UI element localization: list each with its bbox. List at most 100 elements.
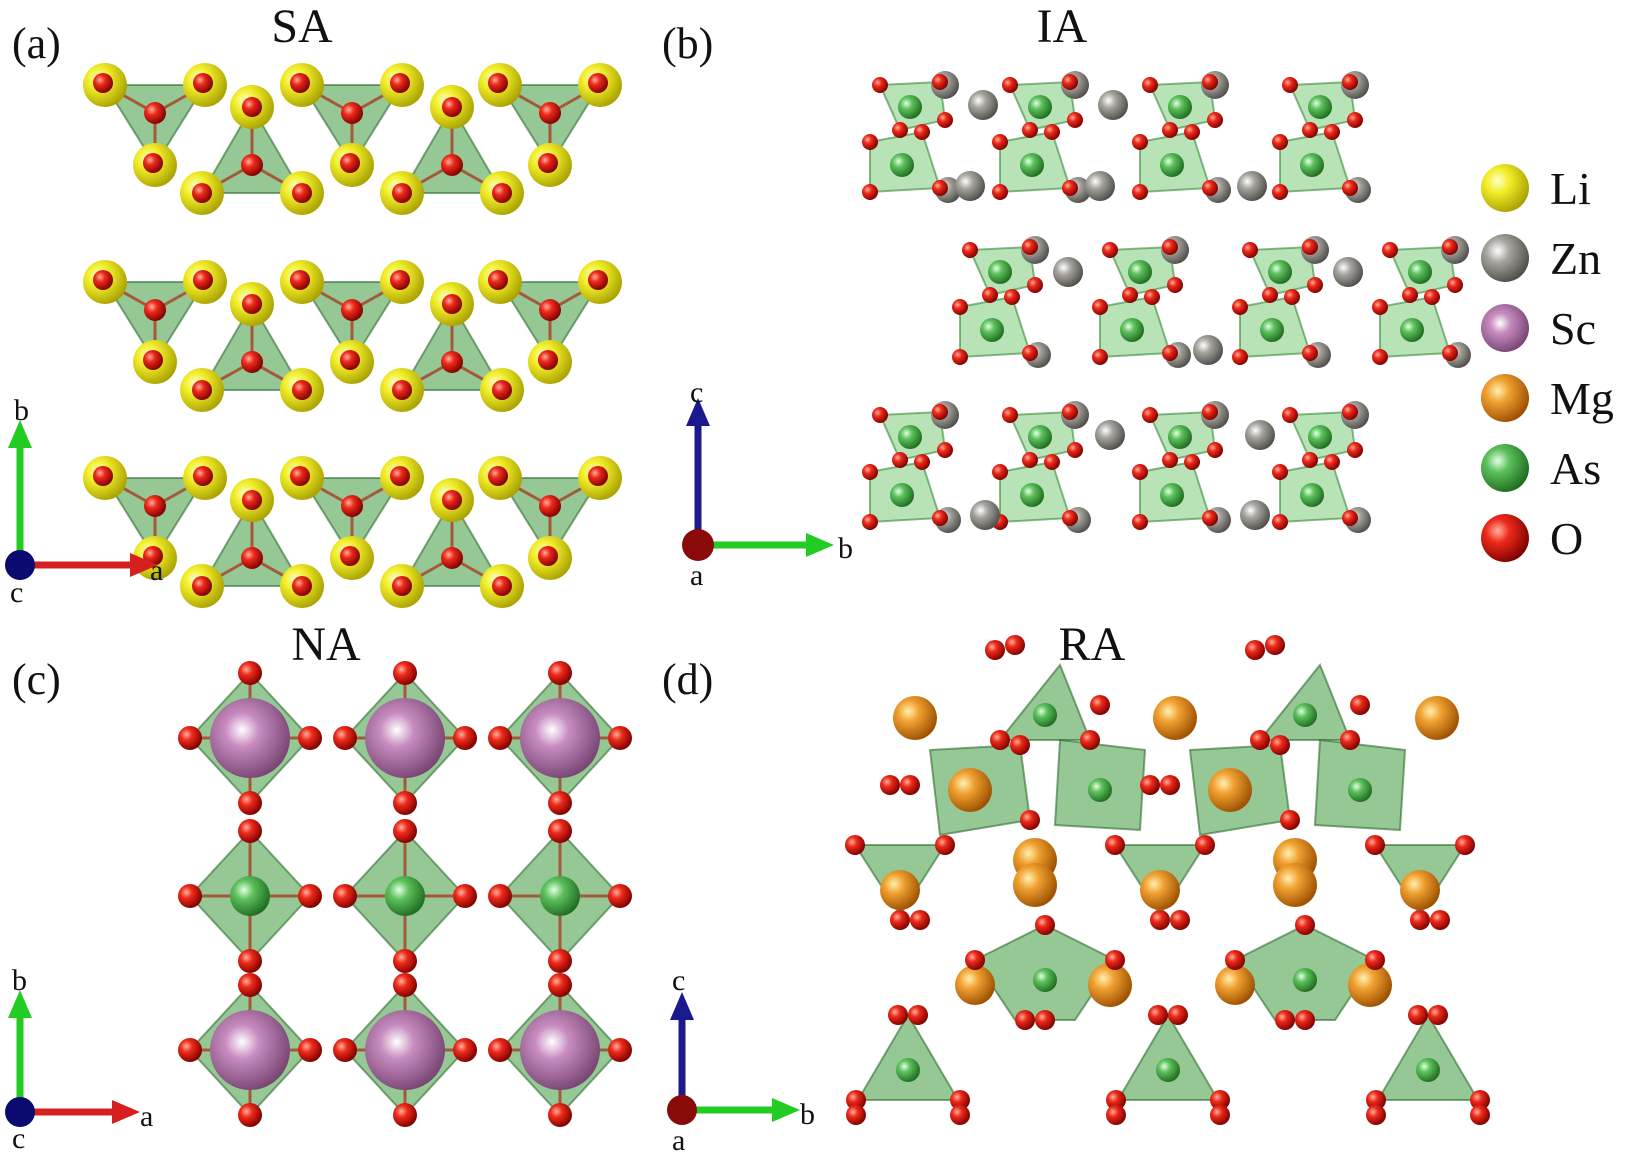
o-atom xyxy=(178,726,202,750)
o-atom xyxy=(390,73,410,93)
o-atom xyxy=(1242,242,1258,258)
as-atom xyxy=(1088,778,1112,802)
o-atom xyxy=(1442,345,1458,361)
axis-c-origin-label: c xyxy=(12,1122,25,1155)
o-atom xyxy=(488,726,512,750)
o-atom xyxy=(908,1005,928,1025)
o-atom xyxy=(238,973,262,997)
o-atom xyxy=(992,464,1008,480)
as-atom-icon xyxy=(1481,444,1529,492)
zn-atom xyxy=(1095,420,1125,450)
o-atom xyxy=(144,299,166,321)
o-atom xyxy=(548,819,572,843)
o-atom xyxy=(488,270,508,290)
o-atom xyxy=(1080,730,1100,750)
o-atom xyxy=(93,466,113,486)
o-atom xyxy=(1428,1005,1448,1025)
zn-atom xyxy=(1053,257,1083,287)
o-atom xyxy=(393,661,417,685)
o-atom xyxy=(1162,122,1178,138)
o-atom xyxy=(846,1105,866,1125)
axis-origin-icon xyxy=(667,1095,697,1125)
o-atom xyxy=(193,466,213,486)
o-atom xyxy=(453,1038,477,1062)
o-atom xyxy=(1044,454,1060,470)
axis-up-arrowhead-icon xyxy=(8,990,32,1018)
asO4-tetrahedron xyxy=(1116,1013,1220,1101)
o-atom xyxy=(1225,950,1245,970)
zn-atom xyxy=(1333,257,1363,287)
asO4-tetrahedron xyxy=(1257,663,1352,741)
o-atom xyxy=(441,351,463,373)
o-atom xyxy=(1160,775,1180,795)
o-atom xyxy=(952,349,968,365)
o-atom xyxy=(962,242,978,258)
o-atom xyxy=(298,884,322,908)
o-atom xyxy=(1295,915,1315,935)
o-atom xyxy=(1102,242,1118,258)
o-atom xyxy=(1002,77,1018,93)
o-atom xyxy=(1142,77,1158,93)
o-atom xyxy=(341,495,363,517)
o-atom xyxy=(1005,635,1025,655)
o-atom xyxy=(1207,112,1223,128)
o-atom xyxy=(492,576,512,596)
o-atom xyxy=(539,495,561,517)
legend-item-as: As xyxy=(1481,443,1601,494)
o-atom xyxy=(1282,407,1298,423)
o-atom xyxy=(1442,239,1458,255)
as-atom xyxy=(1308,425,1332,449)
o-atom xyxy=(932,510,948,526)
o-atom xyxy=(144,102,166,124)
panel-c-title: NA xyxy=(291,618,361,671)
as-atom xyxy=(896,1058,920,1082)
o-atom xyxy=(242,490,262,510)
o-atom xyxy=(937,442,953,458)
o-atom xyxy=(1347,112,1363,128)
o-atom xyxy=(1342,180,1358,196)
as-atom xyxy=(1416,1058,1440,1082)
o-atom xyxy=(1347,442,1363,458)
o-atom xyxy=(341,102,363,124)
o-atom xyxy=(192,380,212,400)
as-atom xyxy=(1400,318,1424,342)
o-atom xyxy=(1010,735,1030,755)
axis-up-arrowhead-icon xyxy=(670,992,694,1020)
o-atom xyxy=(862,184,878,200)
legend-item-zn: Zn xyxy=(1481,233,1601,284)
o-atom xyxy=(488,73,508,93)
zn-atom xyxy=(970,500,1000,530)
as-atom xyxy=(1260,318,1284,342)
o-atom xyxy=(1245,640,1265,660)
mg-atom xyxy=(1415,696,1459,740)
as-atom xyxy=(1156,1058,1180,1082)
axis-triad-d: c b a xyxy=(667,964,815,1157)
o-atom xyxy=(453,884,477,908)
legend-label-o: O xyxy=(1550,513,1583,564)
o-atom xyxy=(492,380,512,400)
atoms xyxy=(83,63,1490,1127)
o-atom xyxy=(298,726,322,750)
o-atom xyxy=(143,153,163,173)
o-atom xyxy=(238,819,262,843)
o-atom xyxy=(1408,1005,1428,1025)
as-atom xyxy=(898,95,922,119)
o-atom xyxy=(241,547,263,569)
axis-triad-c: b a c xyxy=(5,964,153,1155)
o-atom xyxy=(1265,635,1285,655)
o-atom xyxy=(1090,695,1110,715)
o-atom xyxy=(392,183,412,203)
o-atom xyxy=(880,775,900,795)
asO4-tetrahedron xyxy=(997,663,1092,741)
as-atom xyxy=(890,153,914,177)
o-atom xyxy=(442,294,462,314)
o-atom xyxy=(1365,835,1385,855)
o-atom xyxy=(608,1038,632,1062)
o-atom xyxy=(340,350,360,370)
o-atom xyxy=(1430,910,1450,930)
o-atom xyxy=(238,791,262,815)
o-atom xyxy=(588,466,608,486)
o-atom xyxy=(862,514,878,530)
o-atom xyxy=(441,154,463,176)
o-atom xyxy=(538,153,558,173)
